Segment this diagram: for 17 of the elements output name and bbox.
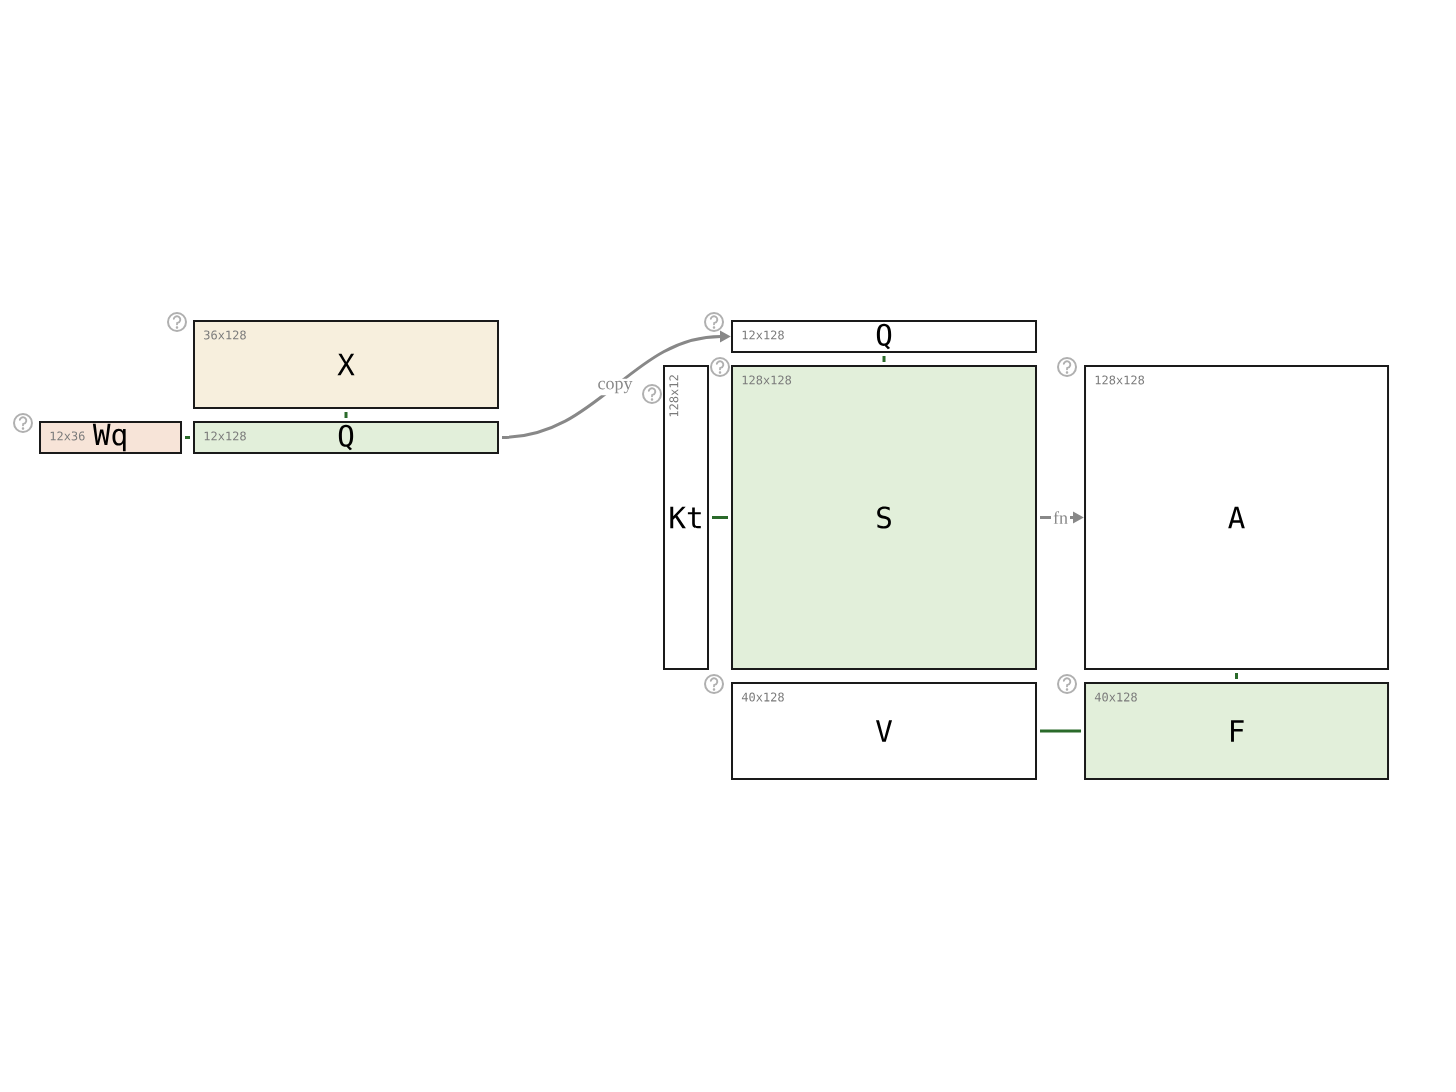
connector — [344, 412, 348, 418]
edge-label: copy — [595, 378, 635, 396]
size-label: 12x36 — [50, 431, 85, 441]
size-label: 128x128 — [1095, 375, 1145, 385]
connector — [1235, 673, 1238, 679]
connector — [185, 436, 190, 439]
size-label: 12x128 — [742, 330, 784, 340]
size-label: 40x128 — [1094, 692, 1137, 702]
size-label: 128x12 — [669, 375, 679, 417]
size-label: 12x128 — [204, 431, 246, 441]
edge-label: fn — [1051, 509, 1070, 526]
connector — [882, 356, 886, 362]
size-label: 40x128 — [741, 692, 784, 702]
size-label: 128x128 — [742, 375, 792, 385]
connector — [1040, 729, 1081, 733]
size-label: 36x128 — [204, 330, 246, 340]
connector — [712, 516, 728, 519]
